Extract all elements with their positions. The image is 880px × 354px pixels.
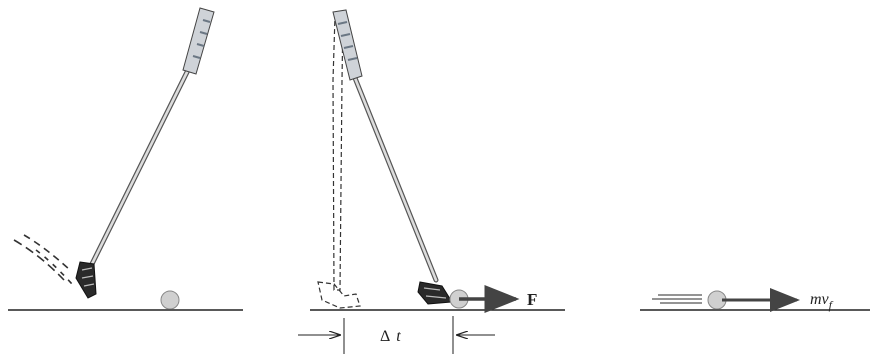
golf-club-1 [76, 8, 214, 298]
golf-club-2 [333, 10, 452, 304]
ball-motion-lines [652, 295, 702, 303]
golf-ball-1 [161, 291, 179, 309]
swing-motion-lines [14, 235, 72, 284]
momentum-label: mvf [810, 291, 834, 312]
panel-before-impact [8, 8, 243, 310]
panel-after-impact: mvf [640, 291, 870, 312]
force-label: F [527, 290, 537, 309]
